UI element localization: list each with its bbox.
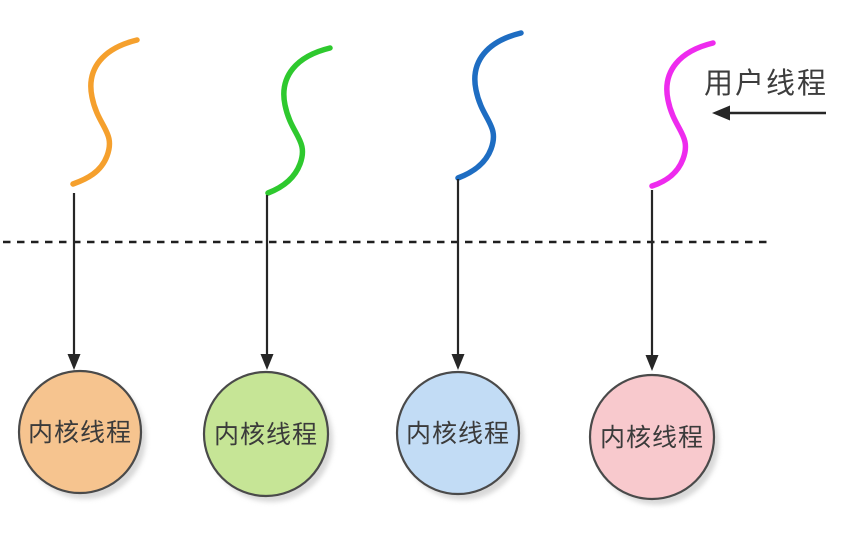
- user-thread-squiggle-4-icon: [649, 40, 716, 189]
- kernel-thread-2-label: 内核线程: [214, 421, 318, 449]
- kernel-thread-node-1: 内核线程: [17, 369, 146, 499]
- mapping-arrow-1: [67, 193, 81, 370]
- kernel-thread-node-4: 内核线程: [588, 373, 719, 505]
- user-thread-squiggle-2-icon: [265, 45, 333, 196]
- kernel-thread-2-circle: [202, 370, 330, 498]
- mapping-arrow-4: [645, 190, 659, 371]
- kernel-thread-4-label: 内核线程: [600, 424, 704, 452]
- kernel-thread-1-circle: [17, 369, 143, 495]
- kernel-thread-3-label: 内核线程: [406, 420, 510, 448]
- user-thread-squiggle-3-icon: [455, 30, 524, 181]
- kernel-thread-4-circle: [588, 373, 716, 501]
- down-arrowhead-1-icon: [67, 354, 81, 370]
- left-arrowhead-icon: [712, 105, 730, 121]
- user-thread-label: 用户线程: [704, 67, 828, 100]
- down-arrowhead-2-icon: [260, 354, 274, 370]
- kernel-thread-node-3: 内核线程: [395, 370, 524, 500]
- kernel-thread-3-circle: [395, 370, 521, 496]
- down-arrowhead-4-icon: [645, 355, 659, 371]
- down-arrowhead-3-icon: [451, 354, 465, 370]
- user-thread-squiggle-1-icon: [70, 37, 140, 187]
- mapping-arrow-2: [260, 195, 274, 370]
- mapping-arrow-3: [451, 179, 465, 370]
- kernel-thread-1-label: 内核线程: [28, 419, 132, 447]
- kernel-thread-node-2: 内核线程: [202, 370, 333, 502]
